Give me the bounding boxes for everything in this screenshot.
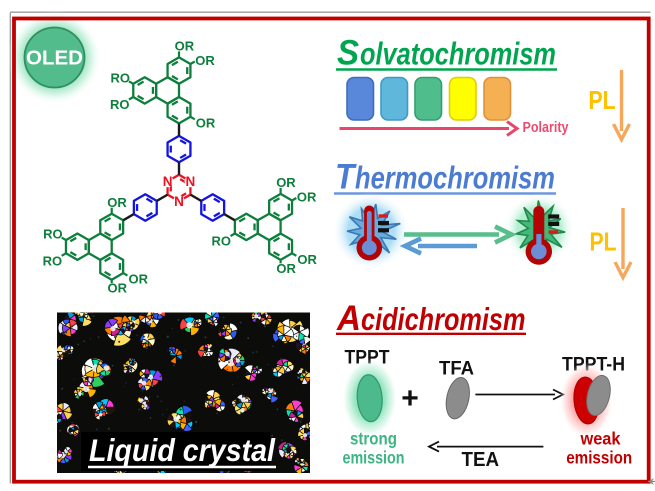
svg-text:+: + [401,382,419,415]
svg-text:hermochromism: hermochromism [355,160,555,196]
svg-text:cidichromism: cidichromism [361,301,526,337]
svg-text:N: N [186,174,196,189]
svg-text:N: N [163,174,173,189]
svg-text:OLED: OLED [26,47,83,70]
svg-text:S: S [337,34,359,73]
svg-text:OR: OR [276,175,296,190]
svg-text:olvatochromism: olvatochromism [360,36,556,72]
svg-text:T: T [335,158,357,197]
svg-text:TEA: TEA [462,449,500,471]
svg-text:OR: OR [128,272,148,287]
svg-text:OR: OR [108,281,128,296]
svg-text:OR: OR [276,261,296,276]
svg-text:Polarity: Polarity [523,120,569,136]
svg-text:OR: OR [107,195,127,210]
svg-text:Liquid crystal: Liquid crystal [89,432,276,468]
svg-text:PL: PL [590,229,617,257]
svg-text:OR: OR [195,53,215,68]
svg-text:RO: RO [43,227,63,242]
svg-text:strong: strong [350,429,397,449]
svg-text:RO: RO [110,97,130,112]
svg-text:weak: weak [580,429,621,449]
svg-text:A: A [336,299,361,338]
svg-text:OR: OR [297,189,317,204]
svg-text:RO: RO [43,253,63,268]
svg-text:emission: emission [566,448,632,468]
svg-text:TFA: TFA [439,359,474,380]
svg-text:RO: RO [212,234,232,249]
svg-text:emission: emission [343,448,405,468]
svg-text:OR: OR [196,115,216,130]
svg-text:OR: OR [175,39,195,54]
svg-text:RO: RO [110,70,130,85]
svg-text:PL: PL [589,87,616,115]
svg-text:OR: OR [297,252,317,267]
svg-text:N: N [174,194,184,209]
